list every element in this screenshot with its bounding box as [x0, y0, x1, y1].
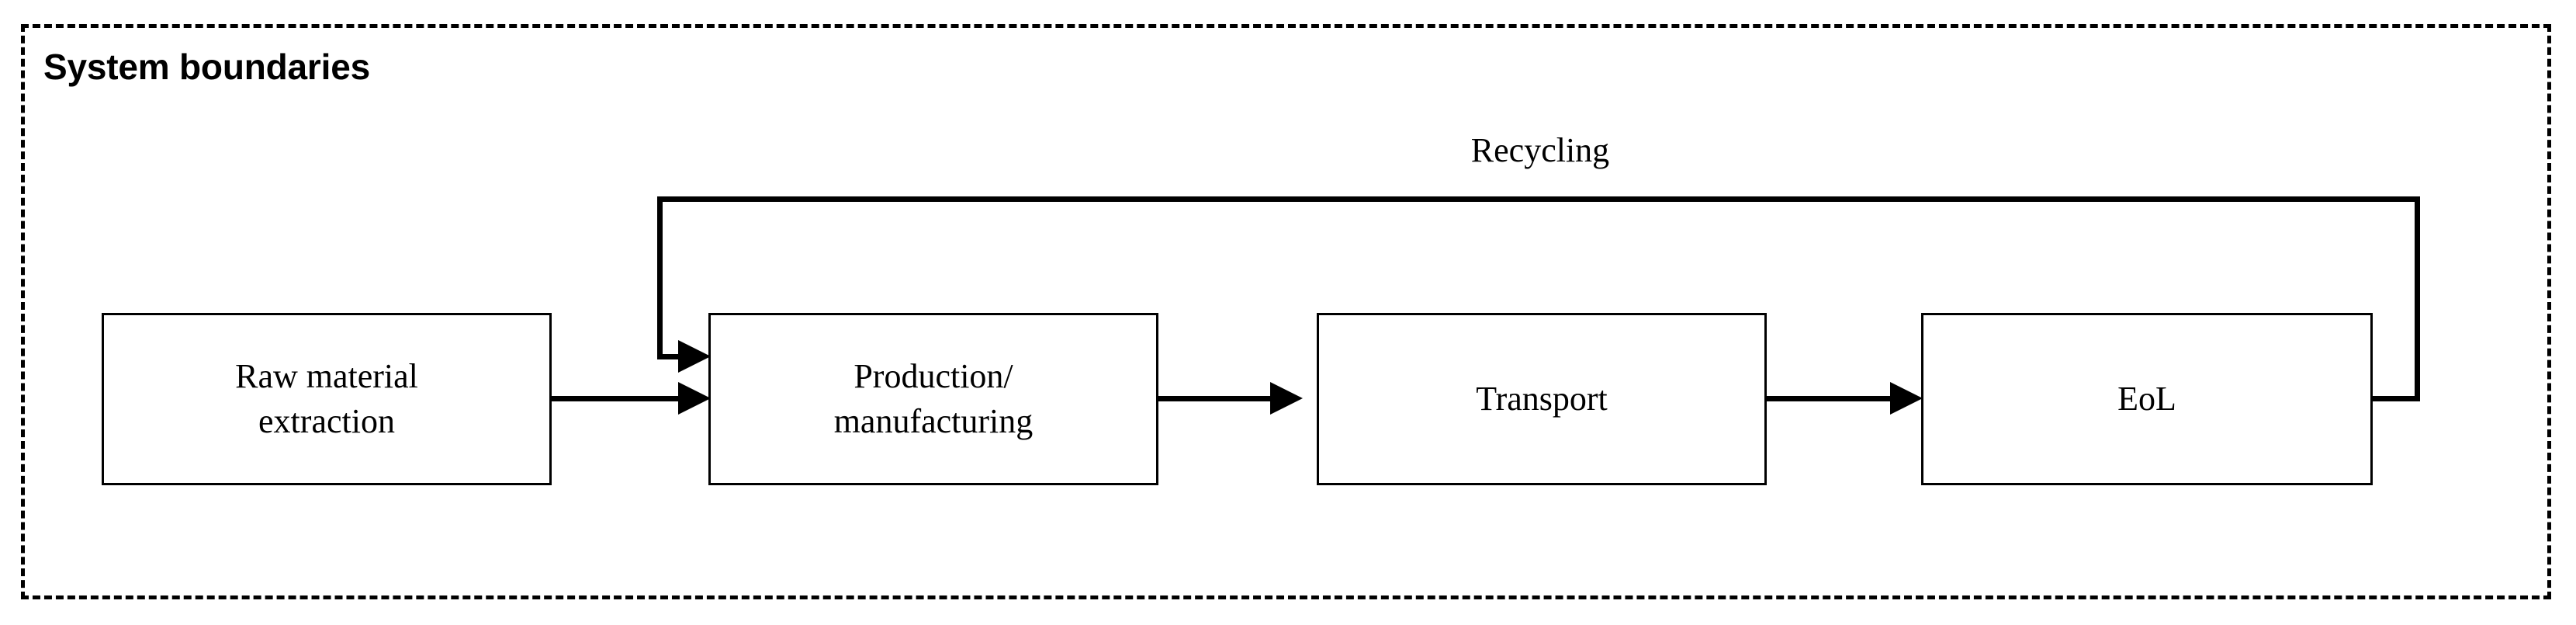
- process-box-production[interactable]: Production/ manufacturing: [708, 313, 1158, 485]
- recycling-loop-segment-enter: [657, 354, 680, 359]
- recycling-loop-segment-left: [657, 196, 663, 356]
- process-box-eol-label: EoL: [2117, 380, 2176, 418]
- process-box-raw-material-label: Raw material extraction: [235, 357, 418, 440]
- system-boundary-frame: [21, 24, 2551, 599]
- flow-arrow-production-to-transport-head: [1270, 382, 1303, 415]
- flow-arrow-raw-to-production-line: [552, 396, 680, 401]
- system-boundary-label: System boundaries: [43, 47, 370, 87]
- recycling-loop-segment-exit: [2370, 396, 2420, 401]
- flow-arrow-transport-to-eol-line: [1767, 396, 1891, 401]
- process-box-transport-label: Transport: [1476, 380, 1608, 418]
- process-box-raw-material[interactable]: Raw material extraction: [102, 313, 552, 485]
- flow-arrow-raw-to-production-head: [678, 382, 711, 415]
- recycling-loop-arrowhead: [678, 340, 711, 373]
- recycling-loop-segment-top: [657, 196, 2420, 202]
- flow-arrow-production-to-transport-line: [1158, 396, 1271, 401]
- process-box-eol[interactable]: EoL: [1921, 313, 2373, 485]
- recycling-loop-segment-right: [2415, 196, 2420, 401]
- process-box-transport[interactable]: Transport: [1317, 313, 1767, 485]
- flow-arrow-transport-to-eol-head: [1890, 382, 1923, 415]
- recycling-connector-label: Recycling: [1470, 131, 1610, 169]
- process-box-production-label: Production/ manufacturing: [833, 357, 1034, 440]
